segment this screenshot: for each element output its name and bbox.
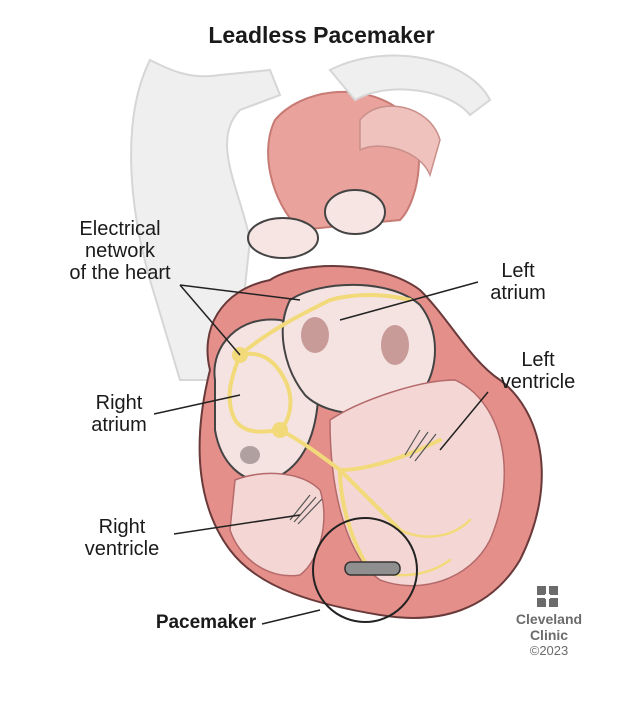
aortic-arch xyxy=(328,54,492,117)
pacemaker-device xyxy=(344,561,401,576)
label-right-ventricle: Right ventricle xyxy=(84,516,160,560)
electrical-network xyxy=(227,293,472,577)
pacemaker-callout-circle xyxy=(312,517,418,623)
cleveland-clinic-logo: Cleveland Clinic ©2023 xyxy=(512,585,586,659)
logo-line2: Clinic xyxy=(529,627,569,643)
copyright: ©2023 xyxy=(529,643,569,658)
cleveland-clinic-logo-mark xyxy=(537,586,558,607)
left-ventricle-chamber xyxy=(329,379,506,587)
label-right-atrium: Right atrium xyxy=(91,392,147,436)
label-left-ventricle: Left ventricle xyxy=(500,349,576,393)
logo-line1: Cleveland xyxy=(515,611,583,627)
aortic-valve xyxy=(324,189,386,235)
label-left-atrium: Left atrium xyxy=(490,260,546,304)
label-pacemaker: Pacemaker xyxy=(155,612,257,633)
label-electrical-network: Electrical network of the heart xyxy=(69,218,171,284)
page-title: Leadless Pacemaker xyxy=(208,22,435,48)
leader-lines xyxy=(153,281,489,625)
pulmonary-valve xyxy=(247,217,319,259)
